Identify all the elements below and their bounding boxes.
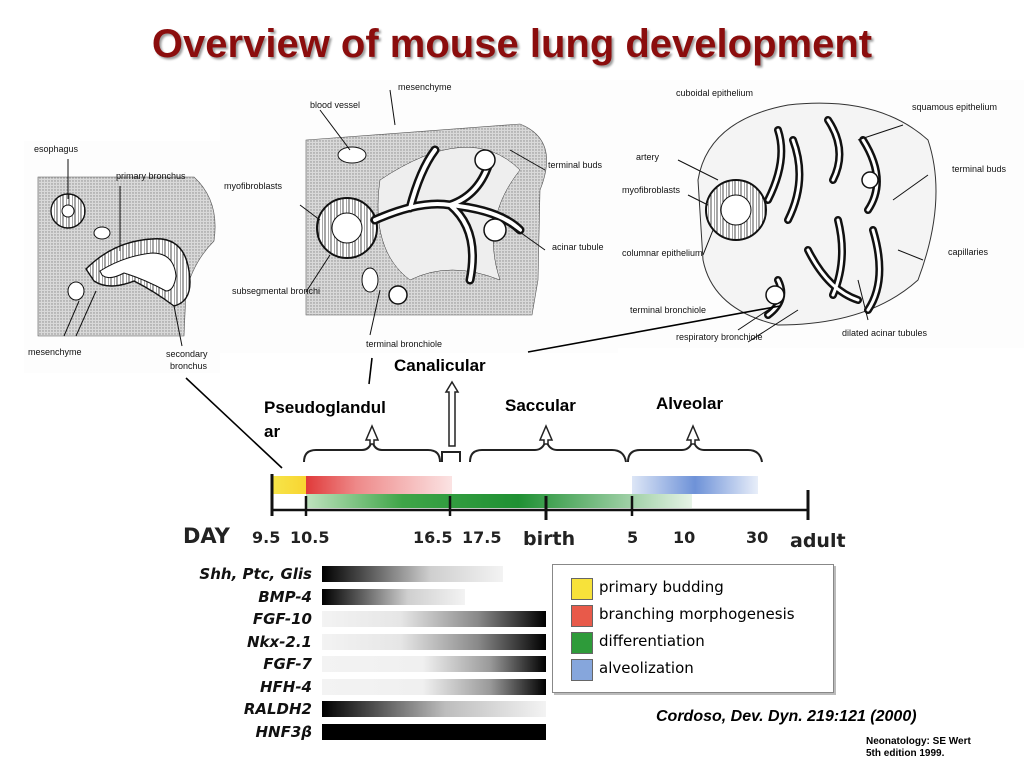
legend-label: primary budding: [599, 578, 724, 596]
citation: Cordoso, Dev. Dyn. 219:121 (2000): [656, 708, 917, 725]
label-acinar-tubule: acinar tubule: [552, 242, 604, 252]
label-terminal-bronchiole-2: terminal bronchiole: [630, 305, 707, 315]
gene-label: HFH-4: [259, 677, 312, 696]
gene-expression-bar: [322, 656, 546, 672]
gene-label: FGF-10: [252, 610, 312, 628]
label-blood-vessel: blood vessel: [310, 100, 361, 110]
tick-adult: adult: [790, 530, 846, 552]
label-artery: artery: [636, 152, 660, 162]
stage-pseudoglandular-line2: ar: [264, 422, 281, 441]
label-cuboidal-epithelium: cuboidal epithelium: [676, 88, 754, 98]
label-mesenchyme: mesenchyme: [28, 347, 82, 357]
label-dilated-acinar-tubules: dilated acinar tubules: [842, 328, 928, 338]
stage-alveolar: Alveolar: [656, 394, 724, 413]
gene-label: BMP-4: [258, 587, 312, 606]
sketch-canalicular: cuboidal epithelium squamous epithelium …: [618, 80, 1024, 348]
day-label: DAY: [183, 524, 230, 548]
tick-birth: birth: [523, 528, 576, 550]
tick-10: 10: [673, 528, 696, 547]
gene-label: FGF-7: [263, 655, 312, 673]
legend-swatch: [571, 659, 593, 681]
legend: primary budding branching morphogenesis di…: [552, 564, 834, 693]
label-mesenchyme-2: mesenchyme: [398, 82, 452, 92]
label-terminal-bronchiole: terminal bronchiole: [366, 339, 443, 349]
sketch-primary-budding: esophagus primary bronchus mesenchyme se…: [24, 141, 220, 373]
label-subsegmental-bronchi: subsegmental bronchi: [232, 286, 321, 296]
label-myofibroblasts-2: myofibroblasts: [622, 185, 681, 195]
label-bronchus: bronchus: [170, 361, 208, 371]
label-respiratory-bronchiole: respiratory bronchiole: [676, 332, 763, 342]
gene-label: Shh, Ptc, Glis: [199, 565, 312, 583]
stage-pseudoglandular: Pseudoglandul ar: [264, 396, 386, 444]
gene-expression-bar: [322, 678, 546, 695]
page-title: Overview of mouse lung development: [151, 22, 873, 66]
gene-expression-bar: [322, 723, 546, 740]
gene-expression-bar: [322, 611, 546, 627]
legend-swatch: [571, 605, 593, 627]
label-terminal-buds: terminal buds: [548, 160, 603, 170]
stage-saccular: Saccular: [505, 396, 576, 415]
source-note: Neonatology: SE Wert 5th edition 1999.: [866, 736, 971, 760]
label-myofibroblasts: myofibroblasts: [224, 181, 283, 191]
gene-expression-bar: [322, 588, 466, 605]
sketch-pseudoglandular: mesenchyme blood vessel myofibroblasts s…: [220, 80, 618, 353]
legend-label: branching morphogenesis: [599, 605, 795, 623]
label-esophagus: esophagus: [34, 144, 79, 154]
sketch-pseudoglandular-drawing: [299, 89, 547, 336]
label-columnar-epithelium: columnar epithelium: [622, 248, 703, 258]
gene-expression-bar: [322, 566, 504, 582]
label-primary-bronchus: primary bronchus: [116, 171, 186, 181]
source-line-1: Neonatology: SE Wert: [866, 736, 971, 747]
label-terminal-buds-2: terminal buds: [952, 164, 1007, 174]
tick-9-5: 9.5: [252, 528, 281, 547]
tick-5: 5: [627, 528, 639, 547]
label-squamous-epithelium: squamous epithelium: [912, 102, 998, 112]
sketch-canalicular-drawing: [677, 102, 937, 343]
label-capillaries: capillaries: [948, 247, 989, 257]
stage-pseudoglandular-line1: Pseudoglandul: [264, 398, 386, 417]
gene-label: RALDH2: [243, 700, 312, 718]
tick-10-5: 10.5: [290, 528, 330, 547]
gene-label: Nkx-2.1: [246, 632, 312, 651]
tick-16-5: 16.5: [413, 528, 453, 547]
gene-expression-bar: [322, 701, 546, 717]
legend-swatch: [571, 632, 593, 654]
label-secondary: secondary: [166, 349, 208, 359]
tick-30: 30: [746, 528, 769, 547]
source-line-2: 5th edition 1999.: [866, 748, 945, 759]
tick-17-5: 17.5: [462, 528, 502, 547]
gene-expression-bar: [322, 633, 546, 650]
legend-label: alveolization: [599, 659, 694, 677]
gene-label: HNF3β: [255, 722, 312, 741]
sketch-primary-budding-drawing: [37, 159, 216, 347]
legend-swatch: [571, 578, 593, 600]
stage-canalicular: Canalicular: [394, 356, 486, 375]
legend-label: differentiation: [599, 632, 705, 650]
